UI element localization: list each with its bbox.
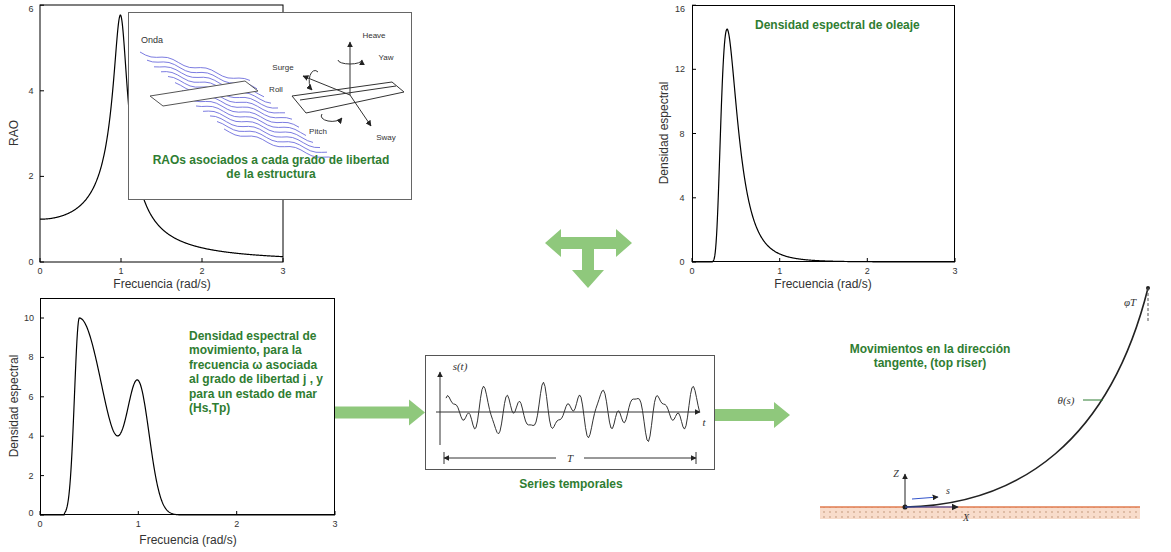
inset-ground xyxy=(128,12,412,200)
tick-label: 2 xyxy=(28,471,33,480)
tick-label: 1 xyxy=(118,267,123,276)
tick-label: 10 xyxy=(24,314,34,323)
tick-label: 3 xyxy=(952,267,957,276)
diagram-panel: Movimientos en la dirección tangente, (t… xyxy=(790,290,1160,540)
tick-label: 6 xyxy=(28,392,33,401)
figure-label: Heave xyxy=(362,32,385,40)
figure-label: Roll xyxy=(269,86,283,94)
time-series-axes xyxy=(436,372,700,464)
panel-caption: RAOs asociados a cada grado de libertad … xyxy=(149,153,393,182)
tick-label: 1 xyxy=(777,267,782,276)
flow-arrow xyxy=(715,402,790,428)
tick-label: 2 xyxy=(865,267,870,276)
figure-label: Frecuencia (rad/s) xyxy=(113,278,210,290)
tick-label: 12 xyxy=(675,65,685,74)
diagram-panel: Densidad espectral de movimiento, para l… xyxy=(40,298,335,515)
diagram-panel: RAOs asociados a cada grado de libertad … xyxy=(128,12,412,200)
tick-label: 0 xyxy=(28,258,33,267)
figure-label: θ(s) xyxy=(1057,395,1074,406)
panel-caption: Movimientos en la dirección tangente, (t… xyxy=(835,342,1025,371)
axis-ticks xyxy=(40,5,955,515)
motion-spectrum-curve xyxy=(40,318,335,515)
tick-label: 0 xyxy=(689,267,694,276)
figure-label: s(t) xyxy=(453,361,468,372)
wave-spectrum-curve xyxy=(692,29,955,262)
panel-caption: Series temporales xyxy=(426,477,716,491)
panel-caption: Densidad espectral de oleaje xyxy=(755,18,935,32)
figure-label: Sway xyxy=(376,134,396,142)
tick-label: 2 xyxy=(199,267,204,276)
tick-label: 2 xyxy=(28,172,33,181)
tick-label: 2 xyxy=(234,520,239,529)
tick-label: 3 xyxy=(332,520,337,529)
figure-label: φT xyxy=(1124,297,1136,308)
tick-label: 0 xyxy=(37,520,42,529)
tick-label: 3 xyxy=(280,267,285,276)
tick-label: 6 xyxy=(28,5,33,14)
figure-label: t xyxy=(702,417,705,428)
tick-label: 4 xyxy=(28,432,33,441)
tick-label: 0 xyxy=(37,267,42,276)
flow-arrow xyxy=(335,400,425,426)
figure-label: X xyxy=(963,513,969,523)
figure-label: Frecuencia (rad/s) xyxy=(774,278,871,290)
tick-label: Onda xyxy=(141,36,163,45)
tick-label: 0 xyxy=(28,509,33,518)
tick-label: 1 xyxy=(136,520,141,529)
figure-label: Frecuencia (rad/s) xyxy=(139,534,236,546)
tick-label: 0 xyxy=(679,258,684,267)
flow-arrow xyxy=(545,229,632,288)
time-series-signal xyxy=(446,382,700,441)
tick-label: 4 xyxy=(679,193,684,202)
diagram-panel: Densidad espectral de oleaje xyxy=(692,5,955,262)
panel-caption: Densidad espectral de movimiento, para l… xyxy=(189,329,329,415)
riser-sketch xyxy=(820,286,1150,519)
figure-label: Surge xyxy=(272,64,293,72)
ship-sketch xyxy=(150,42,404,126)
tick-label: 4 xyxy=(28,86,33,95)
tick-label: 8 xyxy=(28,353,33,362)
axis-title: Densidad espectral xyxy=(8,355,20,458)
figure-label: Pitch xyxy=(309,128,327,136)
axis-title: Densidad espectral xyxy=(658,82,670,185)
tick-label: 8 xyxy=(679,129,684,138)
figure-label: Z xyxy=(893,469,899,479)
figure-label: s xyxy=(946,486,950,496)
axis-title: RAO xyxy=(8,120,20,146)
connector-layer xyxy=(335,400,790,429)
figure-label: Yaw xyxy=(379,54,394,62)
figure-label: T xyxy=(564,453,576,464)
tick-label: 16 xyxy=(675,5,685,14)
